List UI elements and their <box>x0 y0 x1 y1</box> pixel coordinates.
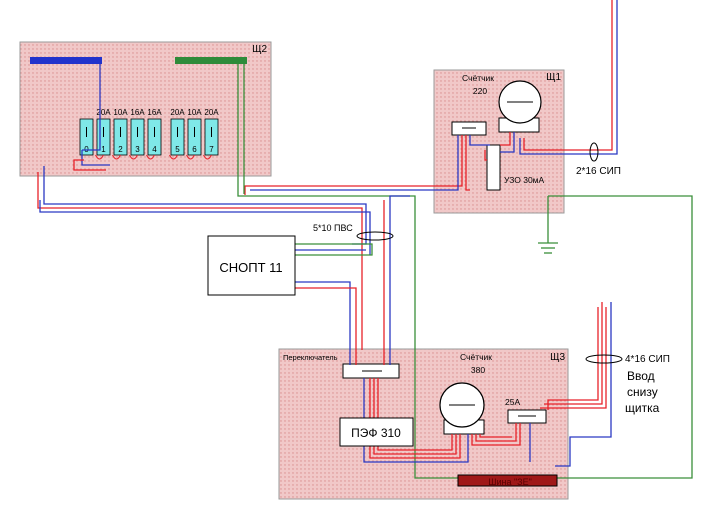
breaker-jumper-3 <box>129 154 138 160</box>
pe-green-wire <box>237 64 458 479</box>
breaker-rating-2: 10А <box>113 108 128 117</box>
breaker-rating-4: 16А <box>147 108 162 117</box>
entry-note-line1: Ввод <box>627 369 655 383</box>
zero-bus <box>457 474 558 487</box>
switch-label: Переключатель <box>283 353 338 362</box>
shch2-cable-red <box>37 172 363 350</box>
entry-note-line2: снизу <box>627 385 658 399</box>
breaker-rating-1: 20А <box>96 108 111 117</box>
panel-shch2-body <box>19 41 272 177</box>
panel-shch2-title: Щ2 <box>252 44 267 55</box>
meter-380-label: Счётчик <box>460 352 492 362</box>
cable-label-mid: 5*10 ПВС <box>313 223 353 233</box>
pef-label: ПЭФ 310 <box>351 426 401 440</box>
breaker-number-7: 7 <box>209 145 214 154</box>
rcd-device <box>486 144 501 191</box>
rcd-label: УЗО 30мА <box>504 175 545 185</box>
blue-bus-bar <box>30 57 102 64</box>
breaker-rating-7: 20А <box>204 108 219 117</box>
snopt-device <box>207 235 296 296</box>
cable-label-top: 2*16 СИП <box>576 166 621 177</box>
breaker-number-2: 2 <box>118 145 123 154</box>
breaker-jumper-1 <box>95 154 104 160</box>
snopt-label: СНОПТ 11 <box>219 260 282 275</box>
breaker-rating-3: 16А <box>130 108 145 117</box>
breaker-jumper-5 <box>169 154 178 160</box>
entry-note-line3: щитка <box>625 401 660 415</box>
cable-marker-mid <box>356 231 394 241</box>
cable-label-bottom: 4*16 СИП <box>625 354 670 365</box>
breaker-rating-6: 10А <box>187 108 202 117</box>
breaker-number-3: 3 <box>135 145 140 154</box>
breaker-jumper-4 <box>146 154 155 160</box>
breaker-rating-5: 20А <box>170 108 185 117</box>
feeder-wire-blue <box>519 0 618 155</box>
cable-marker-top <box>589 142 599 162</box>
cable-marker-bottom <box>585 354 623 364</box>
panel-shch1-title: Щ1 <box>546 72 561 83</box>
shch1-out-blue <box>250 135 459 191</box>
wires <box>37 0 693 479</box>
breaker-number-1: 1 <box>101 145 106 154</box>
feeder-wire-red <box>523 0 613 151</box>
meter-220-label: Счётчик <box>462 73 494 83</box>
breaker-jumper-7 <box>203 154 212 160</box>
breaker-25a-label: 25А <box>505 397 520 407</box>
breaker-number-5: 5 <box>175 145 180 154</box>
meter-380-value: 380 <box>471 365 485 375</box>
breaker-jumper-2 <box>112 154 121 160</box>
panel-shch1-body <box>433 69 565 214</box>
meter-220-value: 220 <box>473 86 487 96</box>
breaker-number-4: 4 <box>152 145 157 154</box>
breaker-number-6: 6 <box>192 145 197 154</box>
zero-bus-label: Шина "ЗЕ" <box>488 477 532 487</box>
green-bus-bar <box>175 57 247 64</box>
pef-device <box>339 417 414 447</box>
breaker-jumper-6 <box>186 154 195 160</box>
panel-shch1: Щ1 Счётчик 220 УЗО 30мА <box>433 69 565 214</box>
shch1-out-red <box>244 135 463 195</box>
ground-wire <box>548 195 693 479</box>
panel-shch3-title: Щ3 <box>550 352 565 363</box>
